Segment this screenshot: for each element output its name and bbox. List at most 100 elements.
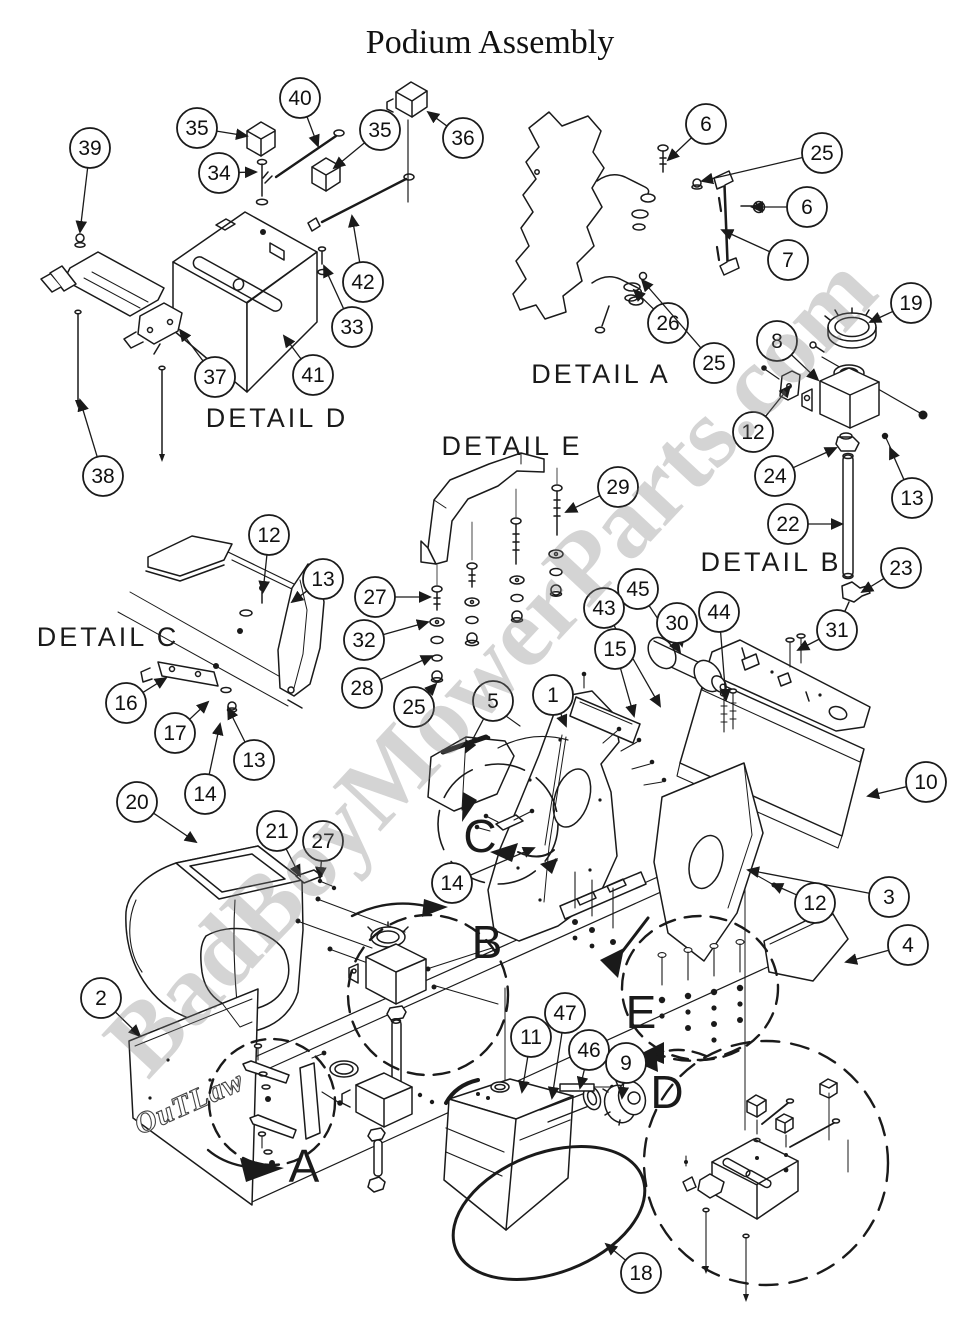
- callout-bubble: [756, 320, 798, 362]
- callout-bubble: [154, 712, 196, 754]
- callout-number: 14: [193, 783, 217, 806]
- callout-bubble: [568, 1029, 610, 1071]
- detail-e-label: DETAIL E: [441, 431, 582, 461]
- callout-bubble: [331, 306, 373, 348]
- leader-line: [348, 214, 361, 263]
- callout-33: 33: [323, 264, 373, 348]
- callout-bubble: [354, 576, 396, 618]
- leader-line: [379, 655, 434, 681]
- callout-5: 5: [465, 680, 514, 754]
- callout-bubble: [343, 619, 385, 661]
- callout-number: 24: [763, 465, 787, 488]
- callout-number: 46: [577, 1039, 600, 1062]
- detail-b-reservoir-assembly: [761, 307, 928, 612]
- callout-bubble: [393, 686, 435, 728]
- leader-line: [770, 883, 797, 896]
- callout-bubble: [597, 466, 639, 508]
- callout-bubble: [80, 977, 122, 1019]
- callout-number: 8: [771, 330, 783, 353]
- callout-13: 13: [290, 558, 344, 604]
- callout-bubble: [198, 152, 240, 194]
- callout-bubble: [786, 186, 828, 228]
- leader-line: [518, 1056, 530, 1094]
- callout-7: 7: [720, 229, 809, 281]
- callout-number: 2: [95, 987, 107, 1010]
- callout-number: 26: [656, 312, 679, 335]
- callout-bubble: [605, 1042, 647, 1084]
- callout-number: 25: [810, 142, 833, 165]
- callout-number: 10: [914, 771, 937, 794]
- callout-bubble: [532, 674, 574, 716]
- leader-line: [547, 1032, 563, 1100]
- leader-line: [576, 1069, 589, 1090]
- callout-number: 1: [547, 684, 559, 707]
- leader-line: [306, 116, 320, 148]
- callout-47: 47: [544, 992, 586, 1100]
- leader-line: [75, 167, 89, 234]
- callout-number: 12: [803, 892, 826, 915]
- callout-bubble: [472, 680, 514, 722]
- leader-line: [792, 447, 838, 469]
- leader-line: [700, 156, 803, 185]
- callout-bubble: [544, 992, 586, 1034]
- leader-line: [632, 288, 655, 310]
- leader-line: [189, 700, 210, 720]
- callout-bubble: [880, 547, 922, 589]
- callout-3: 3: [746, 866, 910, 918]
- callout-10: 10: [866, 761, 947, 803]
- callout-number: 4: [902, 934, 914, 957]
- callout-11: 11: [510, 1016, 552, 1094]
- leader-line: [285, 848, 301, 878]
- callout-12: 12: [732, 384, 792, 453]
- callout-bubble: [905, 761, 947, 803]
- leader-line: [216, 128, 249, 141]
- callout-12: 12: [248, 514, 290, 594]
- callout-40: 40: [279, 77, 321, 148]
- callout-bubble: [279, 77, 321, 119]
- leader-line: [323, 264, 345, 310]
- leader-line: [666, 137, 692, 162]
- leader-line: [868, 310, 894, 323]
- callout-24: 24: [754, 447, 838, 497]
- callout-number: 9: [620, 1052, 632, 1075]
- callout-number: 35: [185, 117, 208, 140]
- main-assembly: OuTLaw: [125, 633, 890, 1302]
- callout-bubble: [647, 302, 689, 344]
- callout-bubble: [194, 356, 236, 398]
- callout-number: 47: [553, 1002, 576, 1025]
- callout-number: 27: [311, 830, 334, 853]
- callout-46: 46: [568, 1029, 610, 1090]
- callout-number: 18: [629, 1262, 652, 1285]
- callout-number: 23: [889, 557, 912, 580]
- callout-number: 44: [707, 601, 731, 624]
- callout-bubble: [732, 411, 774, 453]
- callout-bubble: [816, 609, 858, 651]
- callout-39: 39: [69, 127, 111, 234]
- page-title: Podium Assembly: [365, 24, 615, 61]
- callout-number: 29: [606, 476, 629, 499]
- callout-13: 13: [889, 446, 933, 519]
- callout-bubble: [510, 1016, 552, 1058]
- zone-b-letter: B: [472, 916, 503, 968]
- leader-line: [556, 713, 568, 728]
- leader-line: [640, 278, 702, 349]
- callout-bubble: [887, 924, 929, 966]
- callout-number: 42: [351, 271, 374, 294]
- callout-15: 15: [594, 628, 637, 718]
- callout-42: 42: [342, 214, 384, 303]
- callout-18: 18: [604, 1242, 662, 1294]
- callout-number: 21: [265, 820, 288, 843]
- leader-line: [290, 590, 308, 604]
- leader-line: [796, 638, 820, 651]
- leader-line: [153, 812, 198, 844]
- callout-bubble: [890, 282, 932, 324]
- callout-number: 5: [487, 690, 499, 713]
- detail-d-label: DETAIL D: [206, 403, 349, 433]
- leader-line: [719, 631, 731, 702]
- callout-bubble: [442, 117, 484, 159]
- callout-6: 6: [750, 186, 828, 228]
- callout-number: 37: [203, 366, 226, 389]
- callout-27: 27: [302, 820, 344, 880]
- detail-a-label: DETAIL A: [531, 359, 671, 389]
